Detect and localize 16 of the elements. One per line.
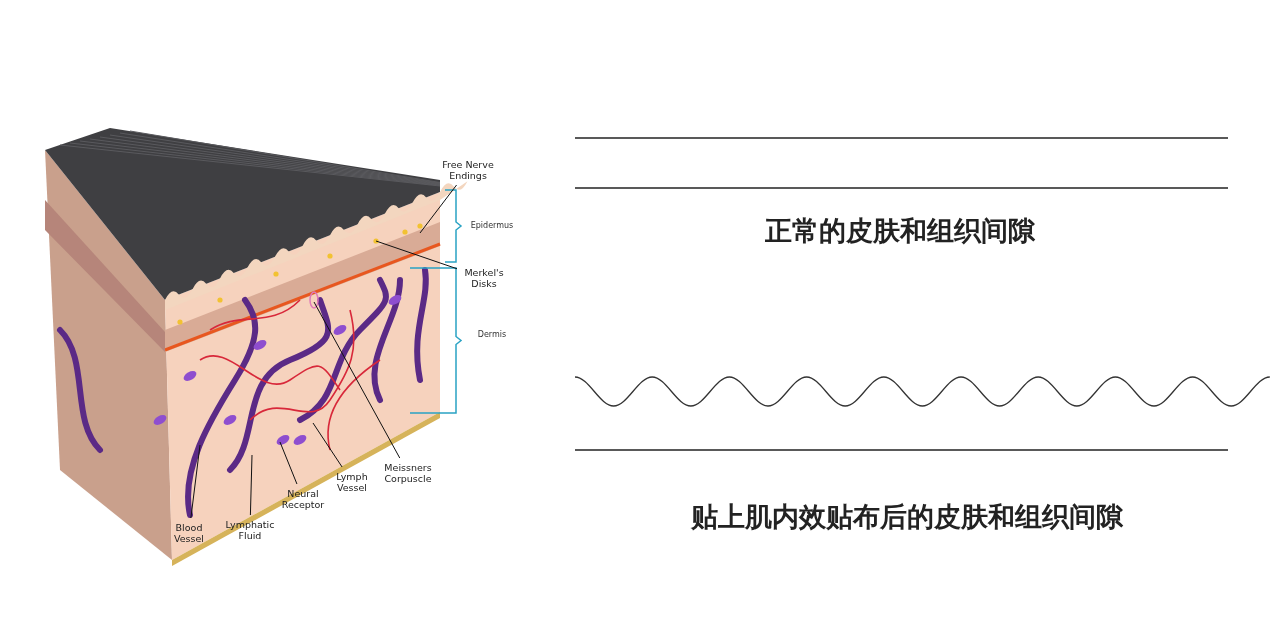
leader-line (312, 422, 343, 468)
part-label: Merkel's Disks (461, 267, 507, 289)
layer-label: Dermis (477, 329, 507, 339)
leader-line (313, 301, 401, 459)
leader-line (249, 454, 253, 516)
part-label: Blood Vessel (169, 522, 209, 544)
part-label: Free Nerve Endings (439, 159, 497, 181)
leader-line (375, 240, 458, 270)
layer-label: Epidermus (470, 220, 514, 230)
part-label: Meissners Corpuscle (378, 462, 438, 484)
caption: 正常的皮肤和组织间隙 (765, 214, 1035, 248)
leader-line (419, 184, 458, 234)
leader-line (279, 441, 298, 485)
leader-line (190, 444, 201, 519)
caption: 贴上肌内效贴布后的皮肤和组织间隙 (691, 500, 1123, 534)
part-label: Lymph Vessel (332, 471, 372, 493)
